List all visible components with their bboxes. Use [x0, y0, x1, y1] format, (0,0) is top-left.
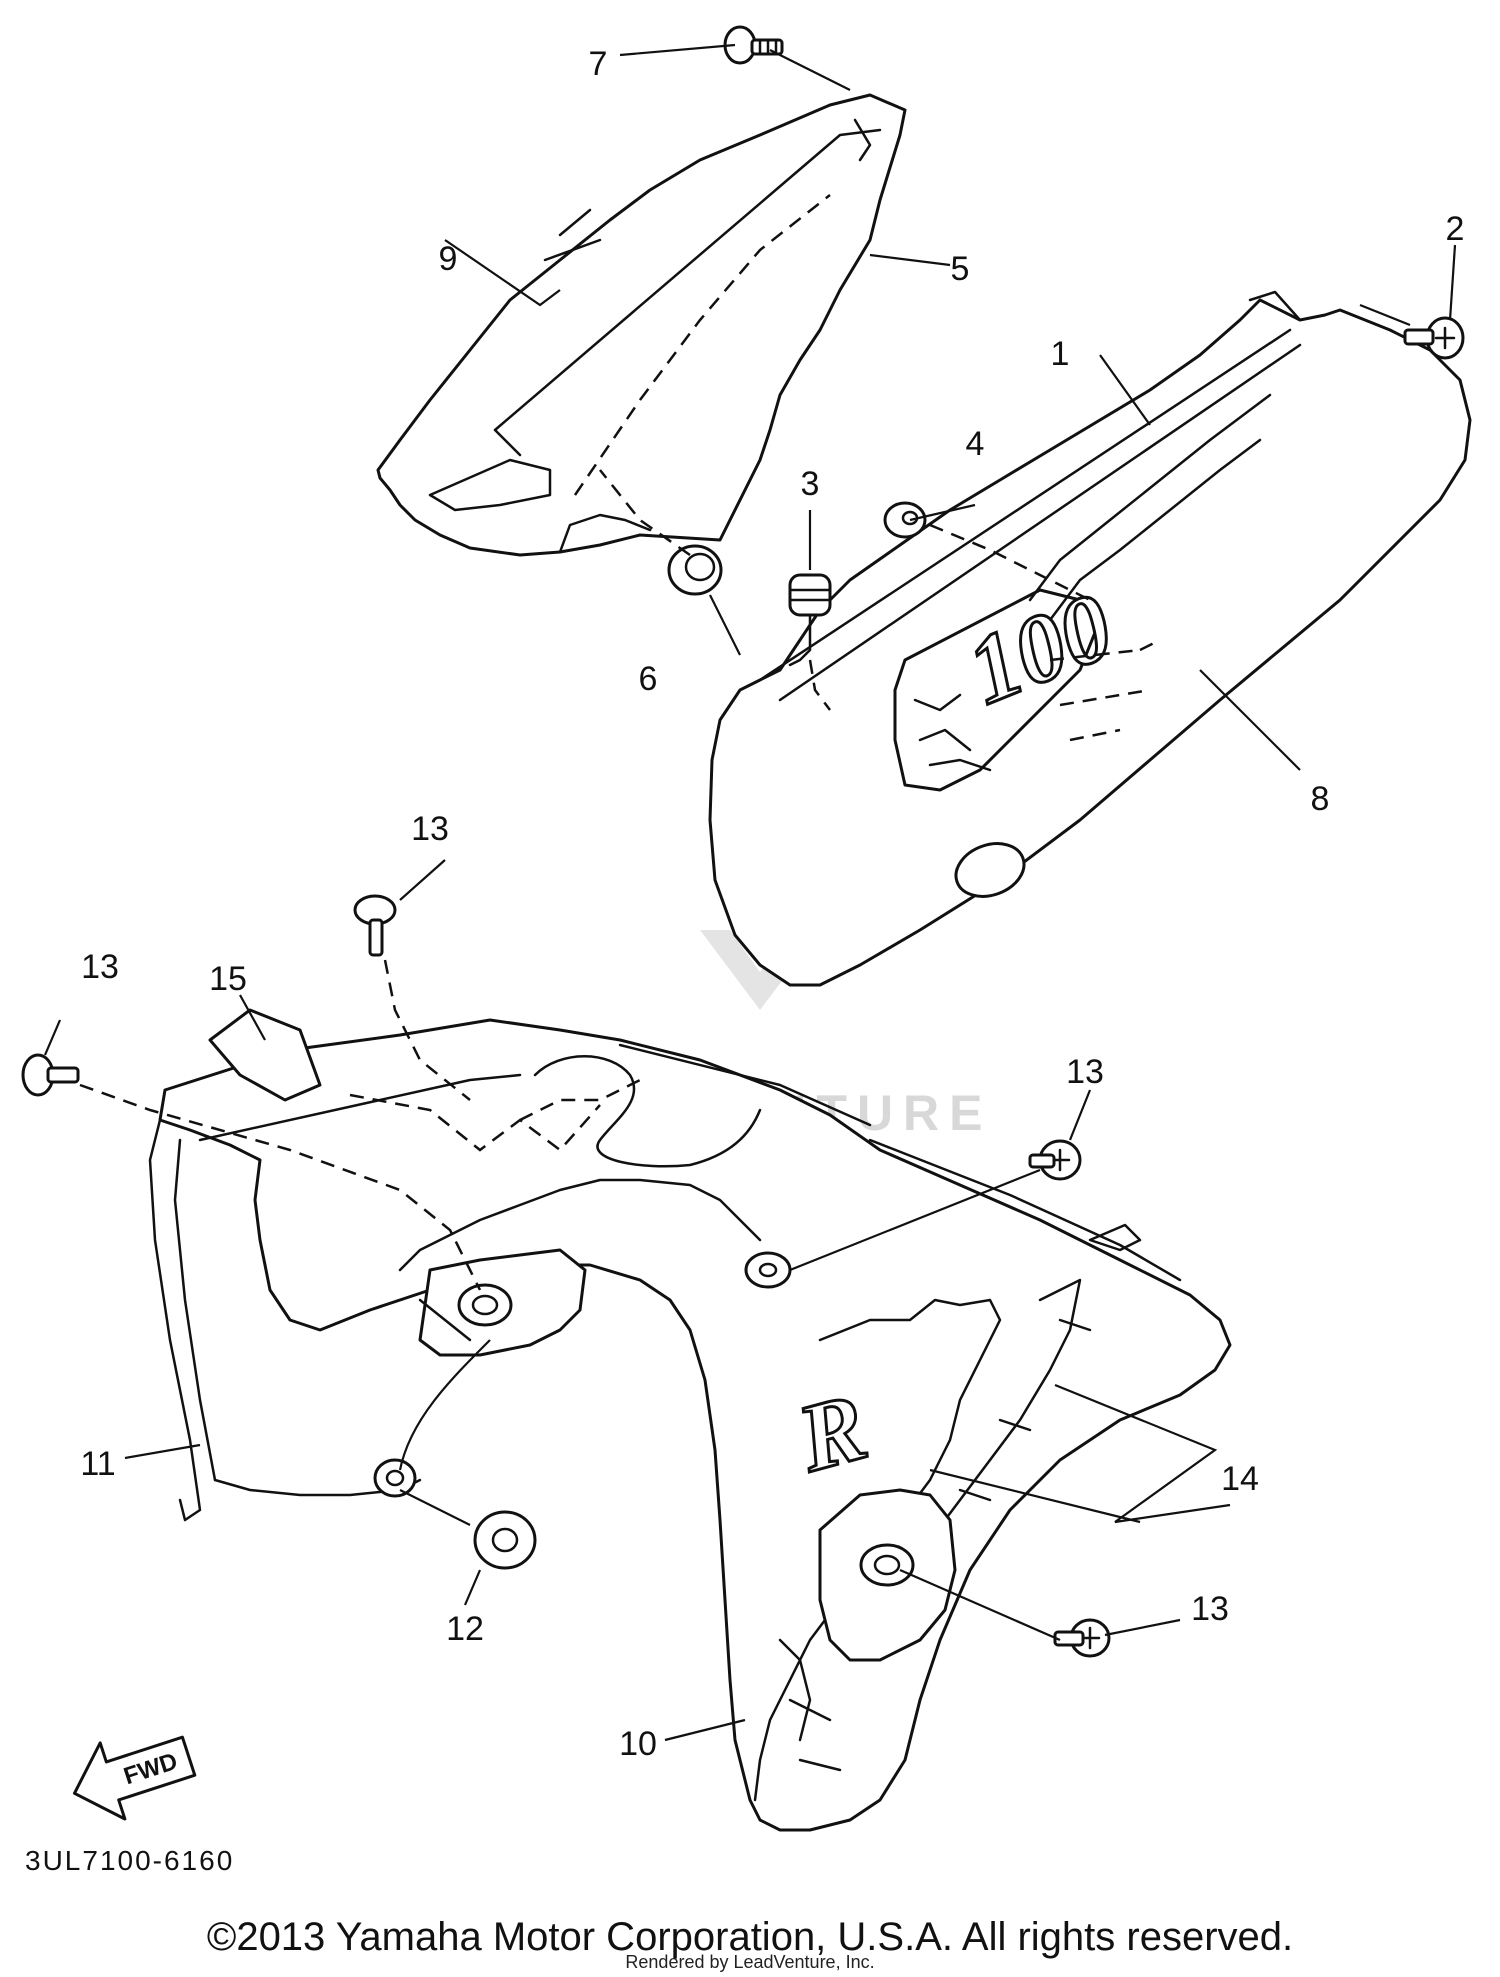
callout-15: 15 — [209, 960, 247, 998]
diagram-code: 3UL7100-6160 — [25, 1845, 234, 1876]
part-15-label — [208, 1008, 322, 1102]
callout-labels: 2 1 3 4 5 6 7 8 9 10 11 12 13 13 13 13 1… — [80, 45, 1464, 1763]
part-4-damper — [883, 501, 927, 539]
callout-13-right: 13 — [1066, 1053, 1104, 1091]
callout-7: 7 — [589, 45, 608, 83]
callout-5: 5 — [951, 250, 970, 288]
callout-6: 6 — [639, 660, 658, 698]
part-3-grommet — [788, 573, 832, 667]
part-10-tank-cover: R — [148, 1018, 1232, 1832]
callout-8: 8 — [1311, 780, 1330, 818]
part-12-damper — [373, 1458, 537, 1570]
part-6-grommet — [667, 544, 723, 596]
callout-13-upper: 13 — [411, 810, 449, 848]
leader-lines — [43, 43, 1457, 1742]
callout-1b: 1 — [1051, 335, 1070, 373]
callout-1: 2 — [1446, 210, 1465, 248]
callout-11: 11 — [80, 1445, 115, 1483]
part-13-screw-left — [21, 1053, 80, 1097]
rendered-by-credit: Rendered by LeadVenture, Inc. — [625, 1952, 875, 1972]
fwd-arrow: FWD — [72, 1735, 197, 1821]
part-13-screw-lower — [1053, 1618, 1111, 1658]
part-2-bolt — [1403, 316, 1465, 360]
part-13-screw-upper — [353, 894, 397, 957]
callout-10: 10 — [619, 1725, 657, 1763]
callout-14: 14 — [1221, 1460, 1259, 1498]
part-5-side-cover-left — [376, 93, 907, 557]
callout-9: 9 — [439, 240, 458, 278]
callout-4: 4 — [966, 425, 985, 463]
copyright-notice: ©2013 Yamaha Motor Corporation, U.S.A. A… — [206, 1915, 1294, 1959]
part-13-screw-right — [1028, 1139, 1082, 1181]
callout-13-lower: 13 — [1191, 1590, 1229, 1628]
callout-13-left: 13 — [81, 948, 119, 986]
part-1-side-cover-right: 100 — [708, 290, 1472, 987]
callout-12: 12 — [446, 1610, 484, 1648]
callout-3: 3 — [801, 465, 820, 503]
